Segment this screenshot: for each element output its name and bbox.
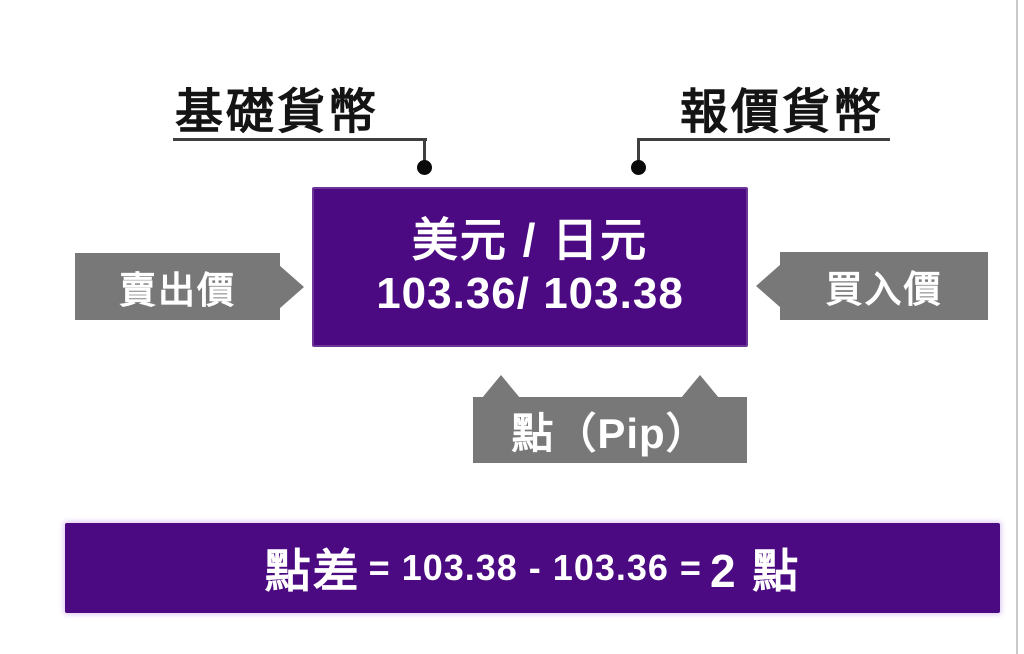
base-currency-connector-line: [173, 138, 427, 141]
quote-currency-label: 報價貨幣: [680, 86, 885, 139]
base-currency-connector-line: [423, 138, 426, 165]
quote-currency-connector-dot: [631, 160, 646, 175]
quote-currency-connector-line: [637, 138, 890, 141]
arrow-up-icon: [482, 375, 520, 398]
buy-price-tag: 買入價: [756, 252, 988, 320]
arrow-up-icon: [681, 375, 719, 398]
buy-price-label: 買入價: [825, 269, 943, 310]
sell-price-label: 賣出價: [119, 269, 236, 311]
spread-result: 2 點: [709, 545, 801, 597]
currency-pair-box: 美元 / 日元 103.36/ 103.38: [312, 187, 748, 347]
spread-bar: 點差 = 103.38 - 103.36 = 2 點: [65, 523, 1000, 613]
spread-label: 點差: [264, 545, 361, 597]
currency-pair-text: 美元 / 日元: [411, 214, 649, 266]
pip-tag: 點（Pip）: [473, 375, 747, 463]
pip-label: 點（Pip）: [511, 409, 709, 457]
bid-ask-prices-text: 103.36/ 103.38: [376, 269, 684, 319]
sell-price-tag: 賣出價: [75, 253, 304, 320]
spread-equation: = 103.38 - 103.36 =: [368, 547, 702, 588]
arrow-left-icon: [756, 264, 781, 308]
right-edge-divider: [1016, 0, 1018, 654]
quote-currency-connector-line: [637, 138, 640, 165]
arrow-right-icon: [279, 264, 304, 309]
base-currency-connector-dot: [417, 160, 432, 175]
base-currency-label: 基礎貨幣: [175, 86, 380, 139]
